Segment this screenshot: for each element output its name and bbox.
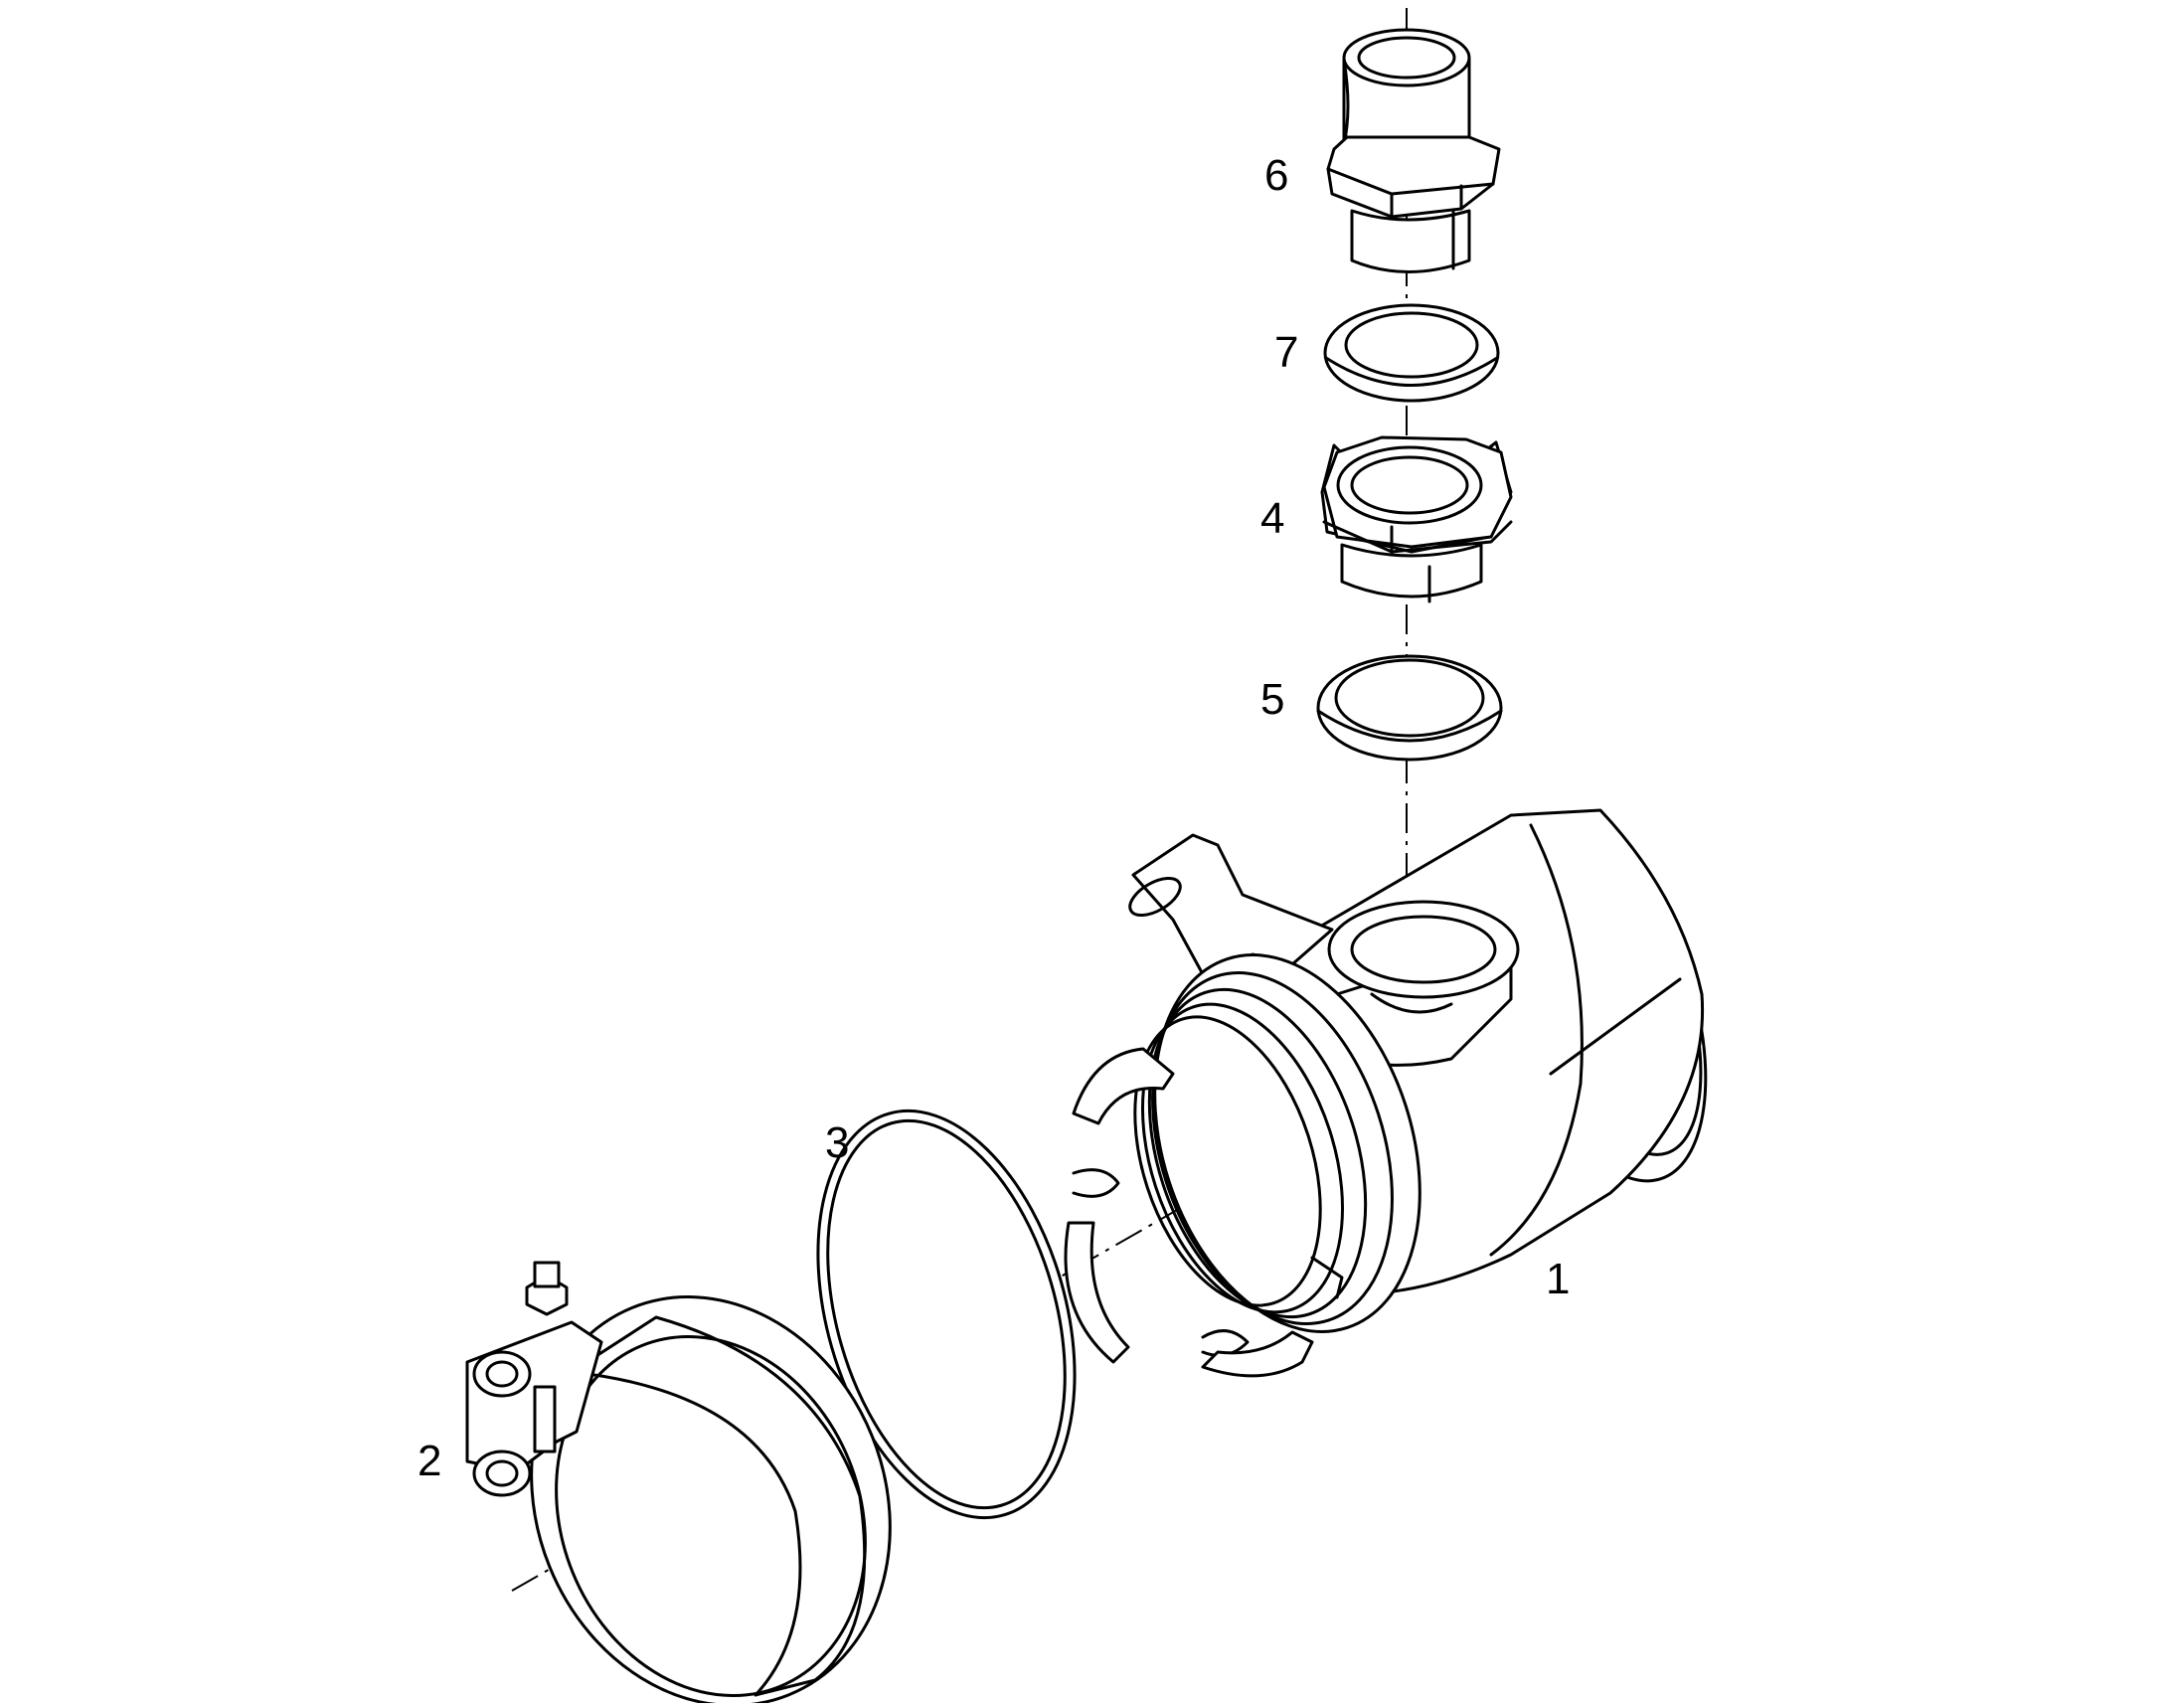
callout-label-5: 5 (1260, 675, 1285, 724)
part-7-washer (1323, 303, 1500, 403)
part-5-washer (1316, 654, 1503, 762)
callout-label-1: 1 (1546, 1255, 1571, 1303)
part-3-o-ring (816, 1109, 1077, 1520)
callout-label-2: 2 (418, 1437, 442, 1485)
callout-label-7: 7 (1274, 328, 1299, 377)
diagonal-centerline (511, 1157, 1268, 1592)
part-6-hose-nipple (1326, 28, 1501, 273)
part-1-housing (1064, 808, 1708, 1378)
callout-label-4: 4 (1260, 494, 1285, 543)
callout-label-3: 3 (825, 1118, 850, 1167)
callout-label-6: 6 (1264, 151, 1289, 200)
part-4-hex-adapter (1320, 435, 1513, 603)
part-2-clamp (465, 1261, 892, 1707)
